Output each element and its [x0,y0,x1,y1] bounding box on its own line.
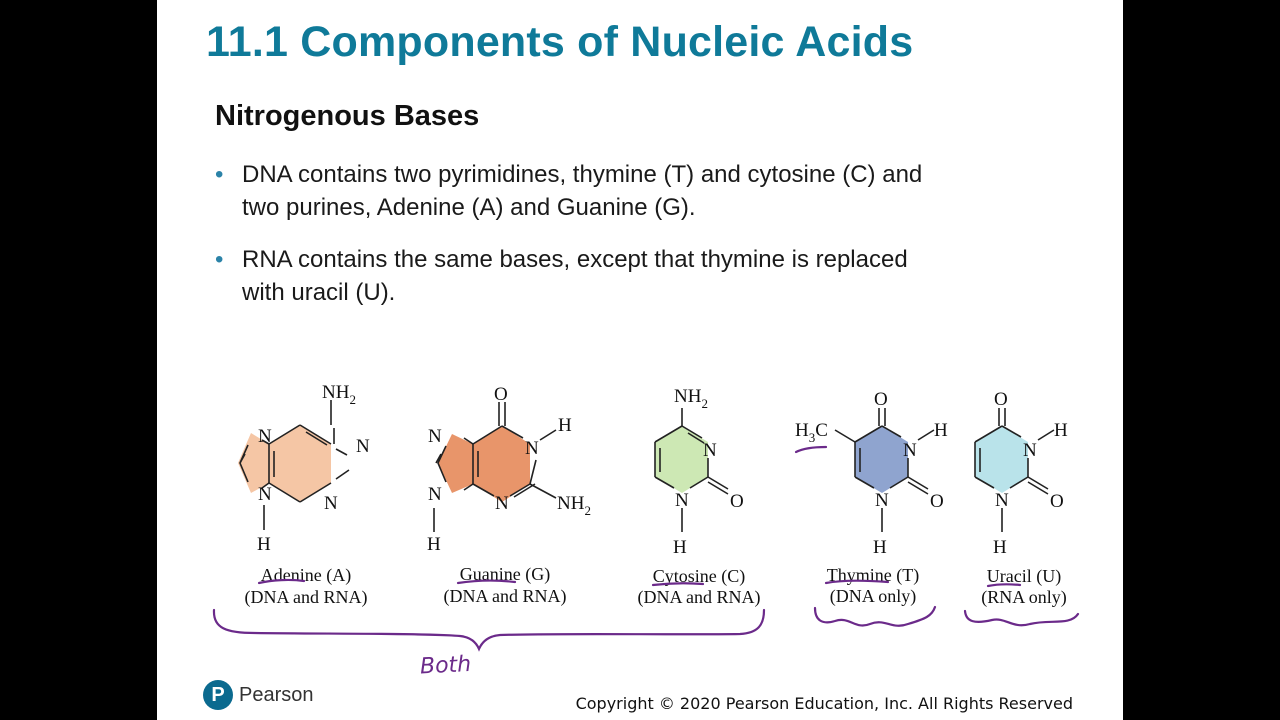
atom-label: N [428,426,442,447]
atom-label: O [730,491,744,512]
uracil-ring [975,426,1028,493]
atom-label: N [903,440,917,461]
slide: 11.1 Components of Nucleic Acids Nitroge… [157,0,1123,720]
base-note-uracil: (RNA only) [981,587,1067,608]
methyl-mark [794,445,828,454]
pearson-logo-icon: P [203,680,233,710]
atom-label: NH2 [557,493,591,518]
atom-label: H [1054,420,1068,441]
atom-label: NH2 [674,386,708,411]
slide-title: 11.1 Components of Nucleic Acids [206,18,914,66]
bullet-text: DNA contains two pyrimidines, thymine (T… [242,158,922,224]
atom-label: H [257,534,271,555]
base-note-thymine: (DNA only) [830,586,917,607]
atom-label: H [427,534,441,555]
underline-uracil [986,583,1022,588]
underline-guanine [456,579,517,585]
atom-label: H [673,537,687,558]
underline-thymine [824,579,890,585]
base-name-uracil: Uracil (U) [987,566,1061,587]
atom-label: N [258,426,272,447]
bullet-line: DNA contains two pyrimidines, thymine (T… [242,161,923,188]
atom-label: O [874,389,888,410]
cytosine-ring [655,426,708,493]
pearson-brand: Pearson [239,684,314,706]
thymine-structure [834,408,935,532]
atom-label: N [525,438,539,459]
base-name-adenine: Adenine (A) [261,565,351,586]
base-note-adenine: (DNA and RNA) [245,587,368,608]
atom-label: N [356,436,370,457]
uracil-structure [974,408,1055,532]
adenine-structure [238,400,350,530]
guanine-six-ring [473,426,530,502]
atom-label: N [675,490,689,511]
bullet-dot: • [215,161,224,188]
adenine-six-ring [269,425,331,502]
copyright-notice: Copyright © 2020 Pearson Education, Inc.… [575,694,1073,713]
base-note-cytosine: (DNA and RNA) [638,587,761,608]
atom-label: H3C [795,420,828,445]
bullet-line: with uracil (U). [242,279,396,306]
guanine-structure [433,402,557,532]
cytosine-structure [654,408,729,532]
section-heading: Nitrogenous Bases [215,100,480,132]
nitrogenous-bases-diagram: NH2 N N N N H O H N N NH2 N N H NH2 N N … [212,382,1080,680]
uracil-wave [963,609,1080,627]
both-brace [212,608,766,652]
underline-adenine [257,578,306,585]
base-note-guanine: (DNA and RNA) [444,586,567,607]
atom-label: O [1050,491,1064,512]
atom-label: N [495,493,509,514]
atom-label: N [703,440,717,461]
thymine-ring [855,426,908,493]
atom-label: O [494,384,508,405]
atom-label: H [993,537,1007,558]
guanine-five-ring [438,434,473,493]
atom-label: NH2 [322,382,356,407]
bullet-line: two purines, Adenine (A) and Guanine (G)… [242,194,696,221]
atom-label: O [930,491,944,512]
underline-cytosine [651,582,705,587]
atom-label: N [1023,440,1037,461]
atom-label: O [994,389,1008,410]
atom-label: N [428,484,442,505]
bullet-dot: • [215,246,224,273]
handwritten-annotations [212,445,1080,652]
thymine-wave [813,605,937,627]
base-name-thymine: Thymine (T) [827,565,919,586]
both-annotation: Both [419,652,471,680]
bullet-text: RNA contains the same bases, except that… [242,243,908,309]
atom-label: N [258,484,272,505]
atom-label: N [995,490,1009,511]
bullet-line: RNA contains the same bases, except that… [242,246,908,273]
atom-label: N [324,493,338,514]
atom-label: H [558,415,572,436]
atom-label: H [934,420,948,441]
base-name-cytosine: Cytosine (C) [653,566,746,587]
atom-label: N [875,490,889,511]
atom-label: H [873,537,887,558]
